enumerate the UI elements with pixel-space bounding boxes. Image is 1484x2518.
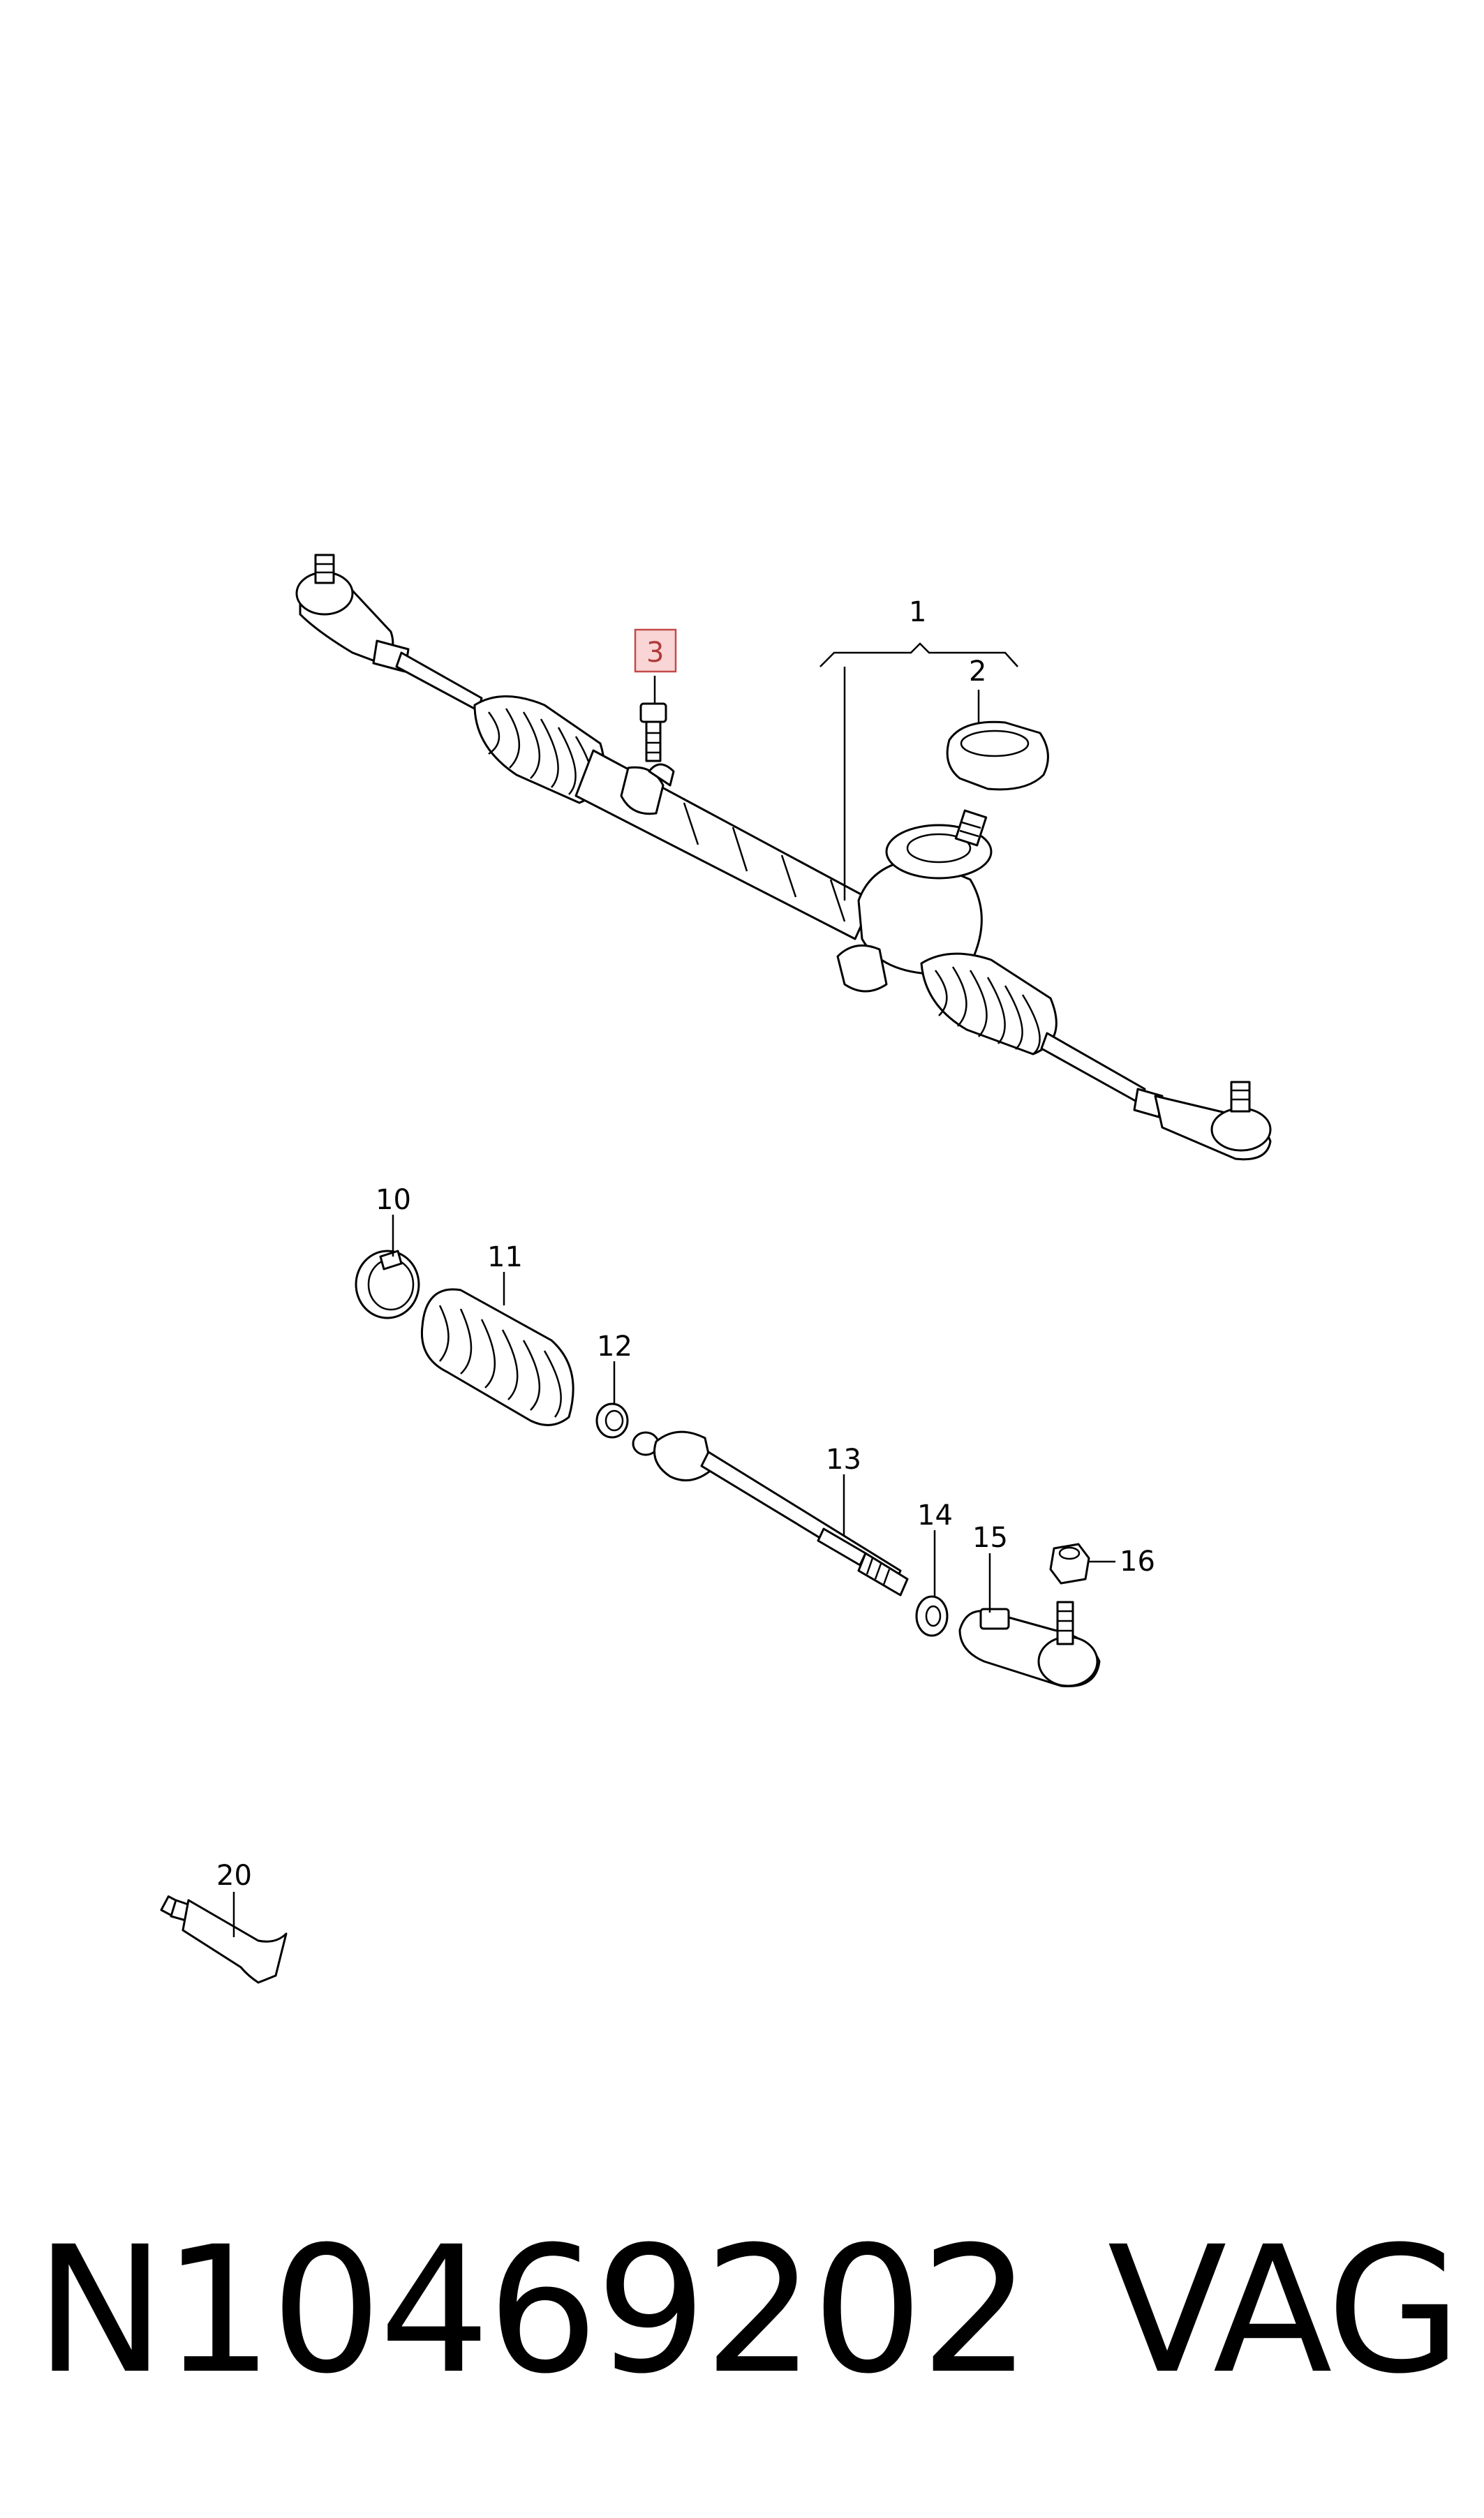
left-tie-rod-end: [295, 554, 410, 673]
part-number: N10469202: [35, 2209, 1031, 2412]
callout-14: 14: [917, 1499, 953, 1532]
callout-10: 10: [376, 1184, 411, 1216]
callout-11: 11: [487, 1241, 523, 1273]
highlight-box-3: [634, 628, 677, 673]
nut-part-14: [915, 1595, 949, 1637]
grommet-part: [946, 720, 1049, 791]
nut-part-16: [1049, 1543, 1090, 1585]
bellows-part-11: [420, 1288, 574, 1426]
callout-16: 16: [1120, 1546, 1155, 1578]
caption: N10469202 VAG: [35, 2209, 1462, 2412]
callout-1: 1: [909, 596, 926, 628]
rack-housing: [574, 749, 874, 940]
right-tie-rod-end: [1133, 1081, 1272, 1161]
right-bellows: [920, 952, 1058, 1056]
clamp-part-12: [595, 1402, 629, 1439]
steering-rack-assembly: [295, 554, 1272, 1161]
callout-labels: 1 2 3 10 11 12 13 14 15 16 20: [216, 596, 1155, 1892]
pinion-housing: [836, 809, 993, 993]
callout-20: 20: [216, 1860, 252, 1892]
inner-tie-rod-part-13: [632, 1430, 909, 1597]
callout-2: 2: [969, 656, 986, 688]
left-tie-rod: [395, 651, 483, 712]
leader-lines: [232, 642, 1115, 1937]
grease-tube-part-20: [160, 1895, 288, 1984]
right-tie-rod: [1040, 1032, 1146, 1104]
callout-15: 15: [972, 1522, 1008, 1554]
callout-12: 12: [597, 1331, 632, 1363]
callout-13: 13: [826, 1444, 861, 1476]
clamp-part-10: [355, 1250, 420, 1319]
bolt-part: [639, 702, 667, 762]
brand-name: VAG: [1107, 2209, 1462, 2412]
callout-3: 3: [646, 637, 664, 669]
tie-rod-end-part-15: [958, 1601, 1101, 1688]
